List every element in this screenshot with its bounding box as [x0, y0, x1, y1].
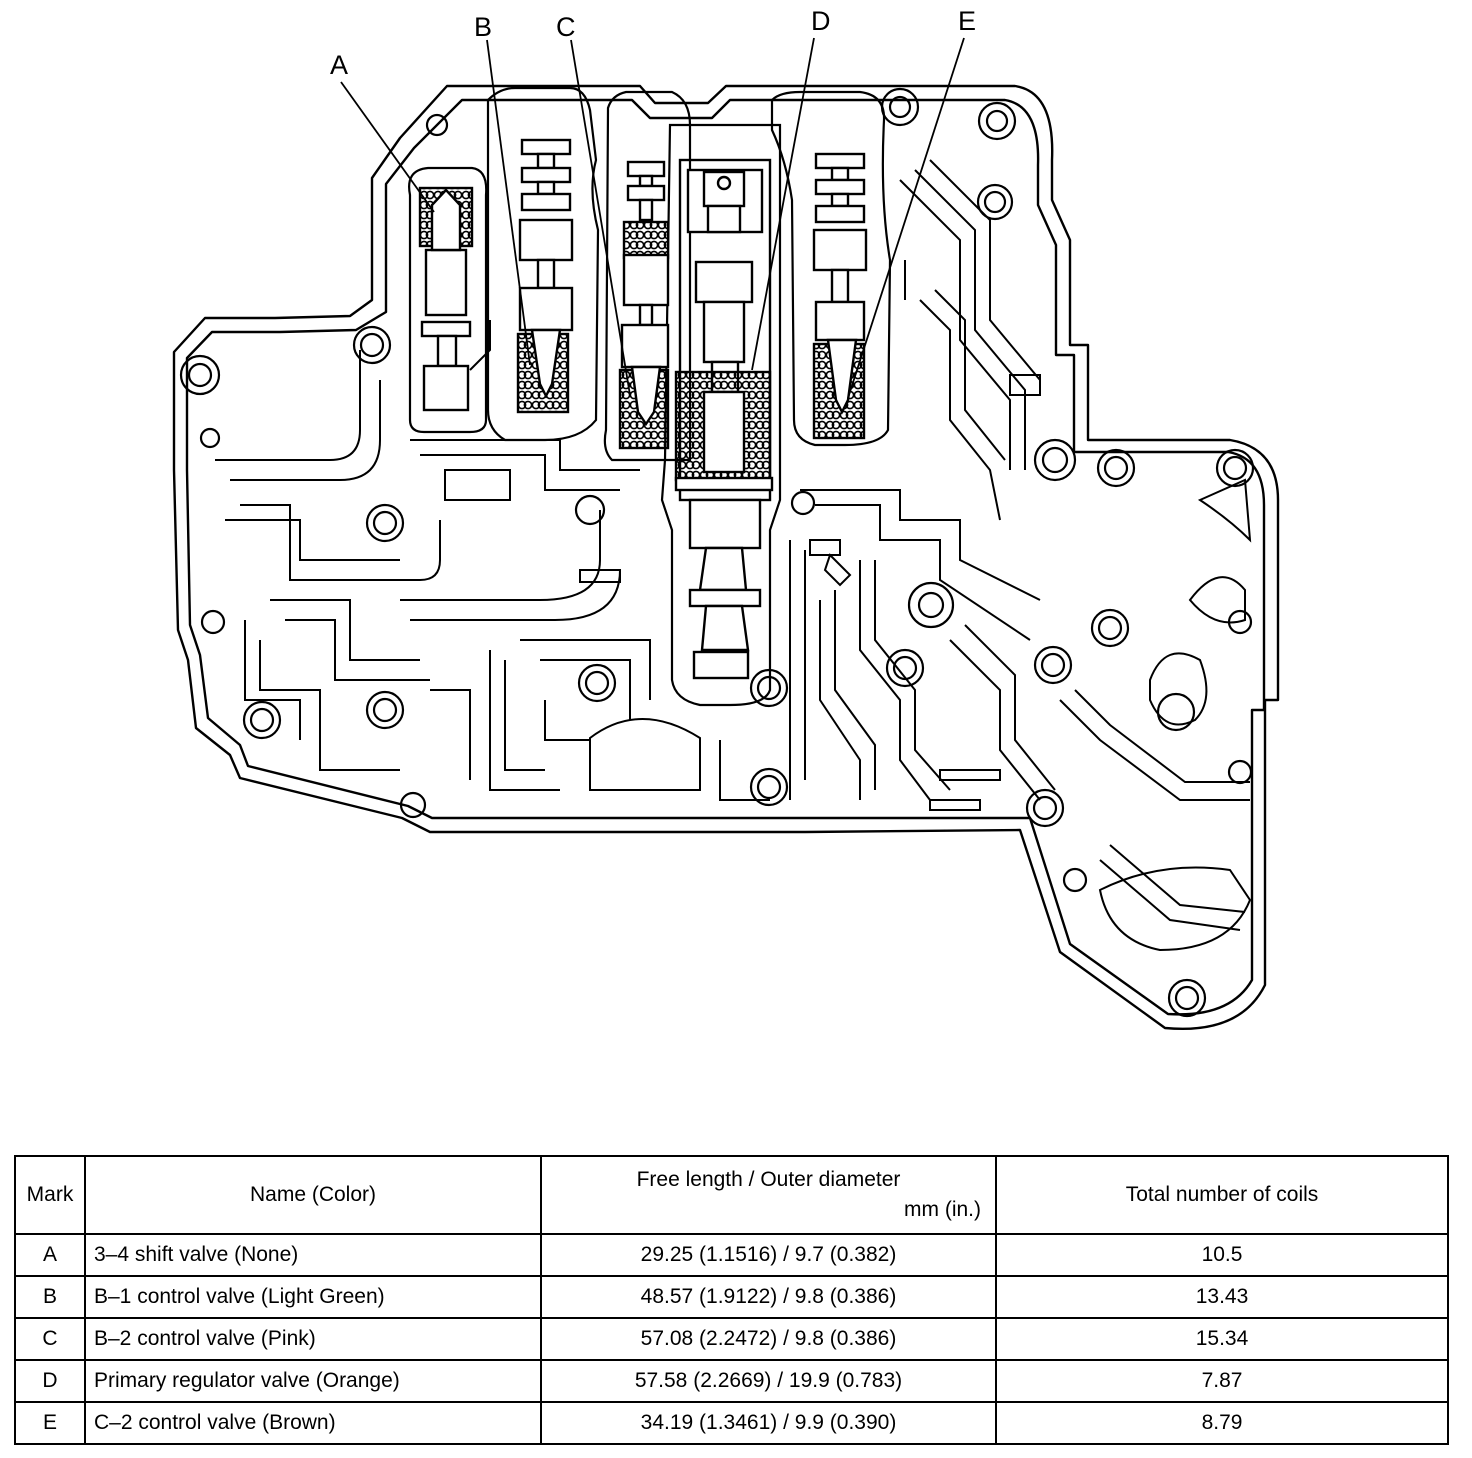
- cell-spec: 57.58 (2.2669) / 19.9 (0.783): [540, 1359, 997, 1403]
- callout-c: C: [556, 12, 576, 42]
- cell-name: B–2 control valve (Pink): [84, 1317, 542, 1361]
- header-spec-line2: mm (in.): [904, 1198, 981, 1221]
- valve-c: [618, 160, 670, 450]
- header-spec-line1: Free length / Outer diameter: [636, 1168, 901, 1191]
- cell-coils: 15.34: [995, 1317, 1449, 1361]
- callout-b: B: [474, 12, 492, 42]
- cell-mark: A: [14, 1233, 86, 1277]
- callout-leaders: [340, 37, 965, 399]
- cell-spec: 48.57 (1.9122) / 9.8 (0.386): [540, 1275, 997, 1319]
- cell-name: 3–4 shift valve (None): [84, 1233, 542, 1277]
- cell-mark: E: [14, 1401, 86, 1445]
- cell-spec: 34.19 (1.3461) / 9.9 (0.390): [540, 1401, 997, 1445]
- valve-d: [674, 158, 774, 680]
- cell-mark: D: [14, 1359, 86, 1403]
- table-header-row: Mark Name (Color) Free length / Outer di…: [14, 1155, 1449, 1235]
- cell-coils: 10.5: [995, 1233, 1449, 1277]
- header-name: Name (Color): [84, 1155, 542, 1235]
- header-spec: Free length / Outer diameter mm (in.): [540, 1155, 997, 1235]
- callout-e: E: [958, 6, 976, 36]
- cell-coils: 7.87: [995, 1359, 1449, 1403]
- table-row: D Primary regulator valve (Orange) 57.58…: [14, 1359, 1449, 1403]
- header-mark: Mark: [14, 1155, 86, 1235]
- valve-b: [516, 138, 574, 414]
- cell-spec: 57.08 (2.2472) / 9.8 (0.386): [540, 1317, 997, 1361]
- table-row: C B–2 control valve (Pink) 57.08 (2.2472…: [14, 1317, 1449, 1361]
- valve-body-outline: [172, 84, 1280, 1030]
- valve-body-diagram: A B C D E: [172, 6, 1280, 1030]
- fluid-channels: [215, 159, 1252, 952]
- valve-a: [418, 186, 474, 412]
- cell-coils: 8.79: [995, 1401, 1449, 1445]
- cell-name: C–2 control valve (Brown): [84, 1401, 542, 1445]
- cell-mark: B: [14, 1275, 86, 1319]
- cell-coils: 13.43: [995, 1275, 1449, 1319]
- cell-name: B–1 control valve (Light Green): [84, 1275, 542, 1319]
- table-row: E C–2 control valve (Brown) 34.19 (1.346…: [14, 1401, 1449, 1445]
- table-row: A 3–4 shift valve (None) 29.25 (1.1516) …: [14, 1233, 1449, 1277]
- cell-name: Primary regulator valve (Orange): [84, 1359, 542, 1403]
- valve-e: [812, 152, 868, 440]
- cell-mark: C: [14, 1317, 86, 1361]
- callout-d: D: [811, 6, 831, 36]
- callout-a: A: [330, 50, 348, 80]
- cell-spec: 29.25 (1.1516) / 9.7 (0.382): [540, 1233, 997, 1277]
- table-row: B B–1 control valve (Light Green) 48.57 …: [14, 1275, 1449, 1319]
- valve-bores: [408, 86, 892, 707]
- header-coils: Total number of coils: [995, 1155, 1449, 1235]
- spring-spec-table: Mark Name (Color) Free length / Outer di…: [14, 1155, 1449, 1445]
